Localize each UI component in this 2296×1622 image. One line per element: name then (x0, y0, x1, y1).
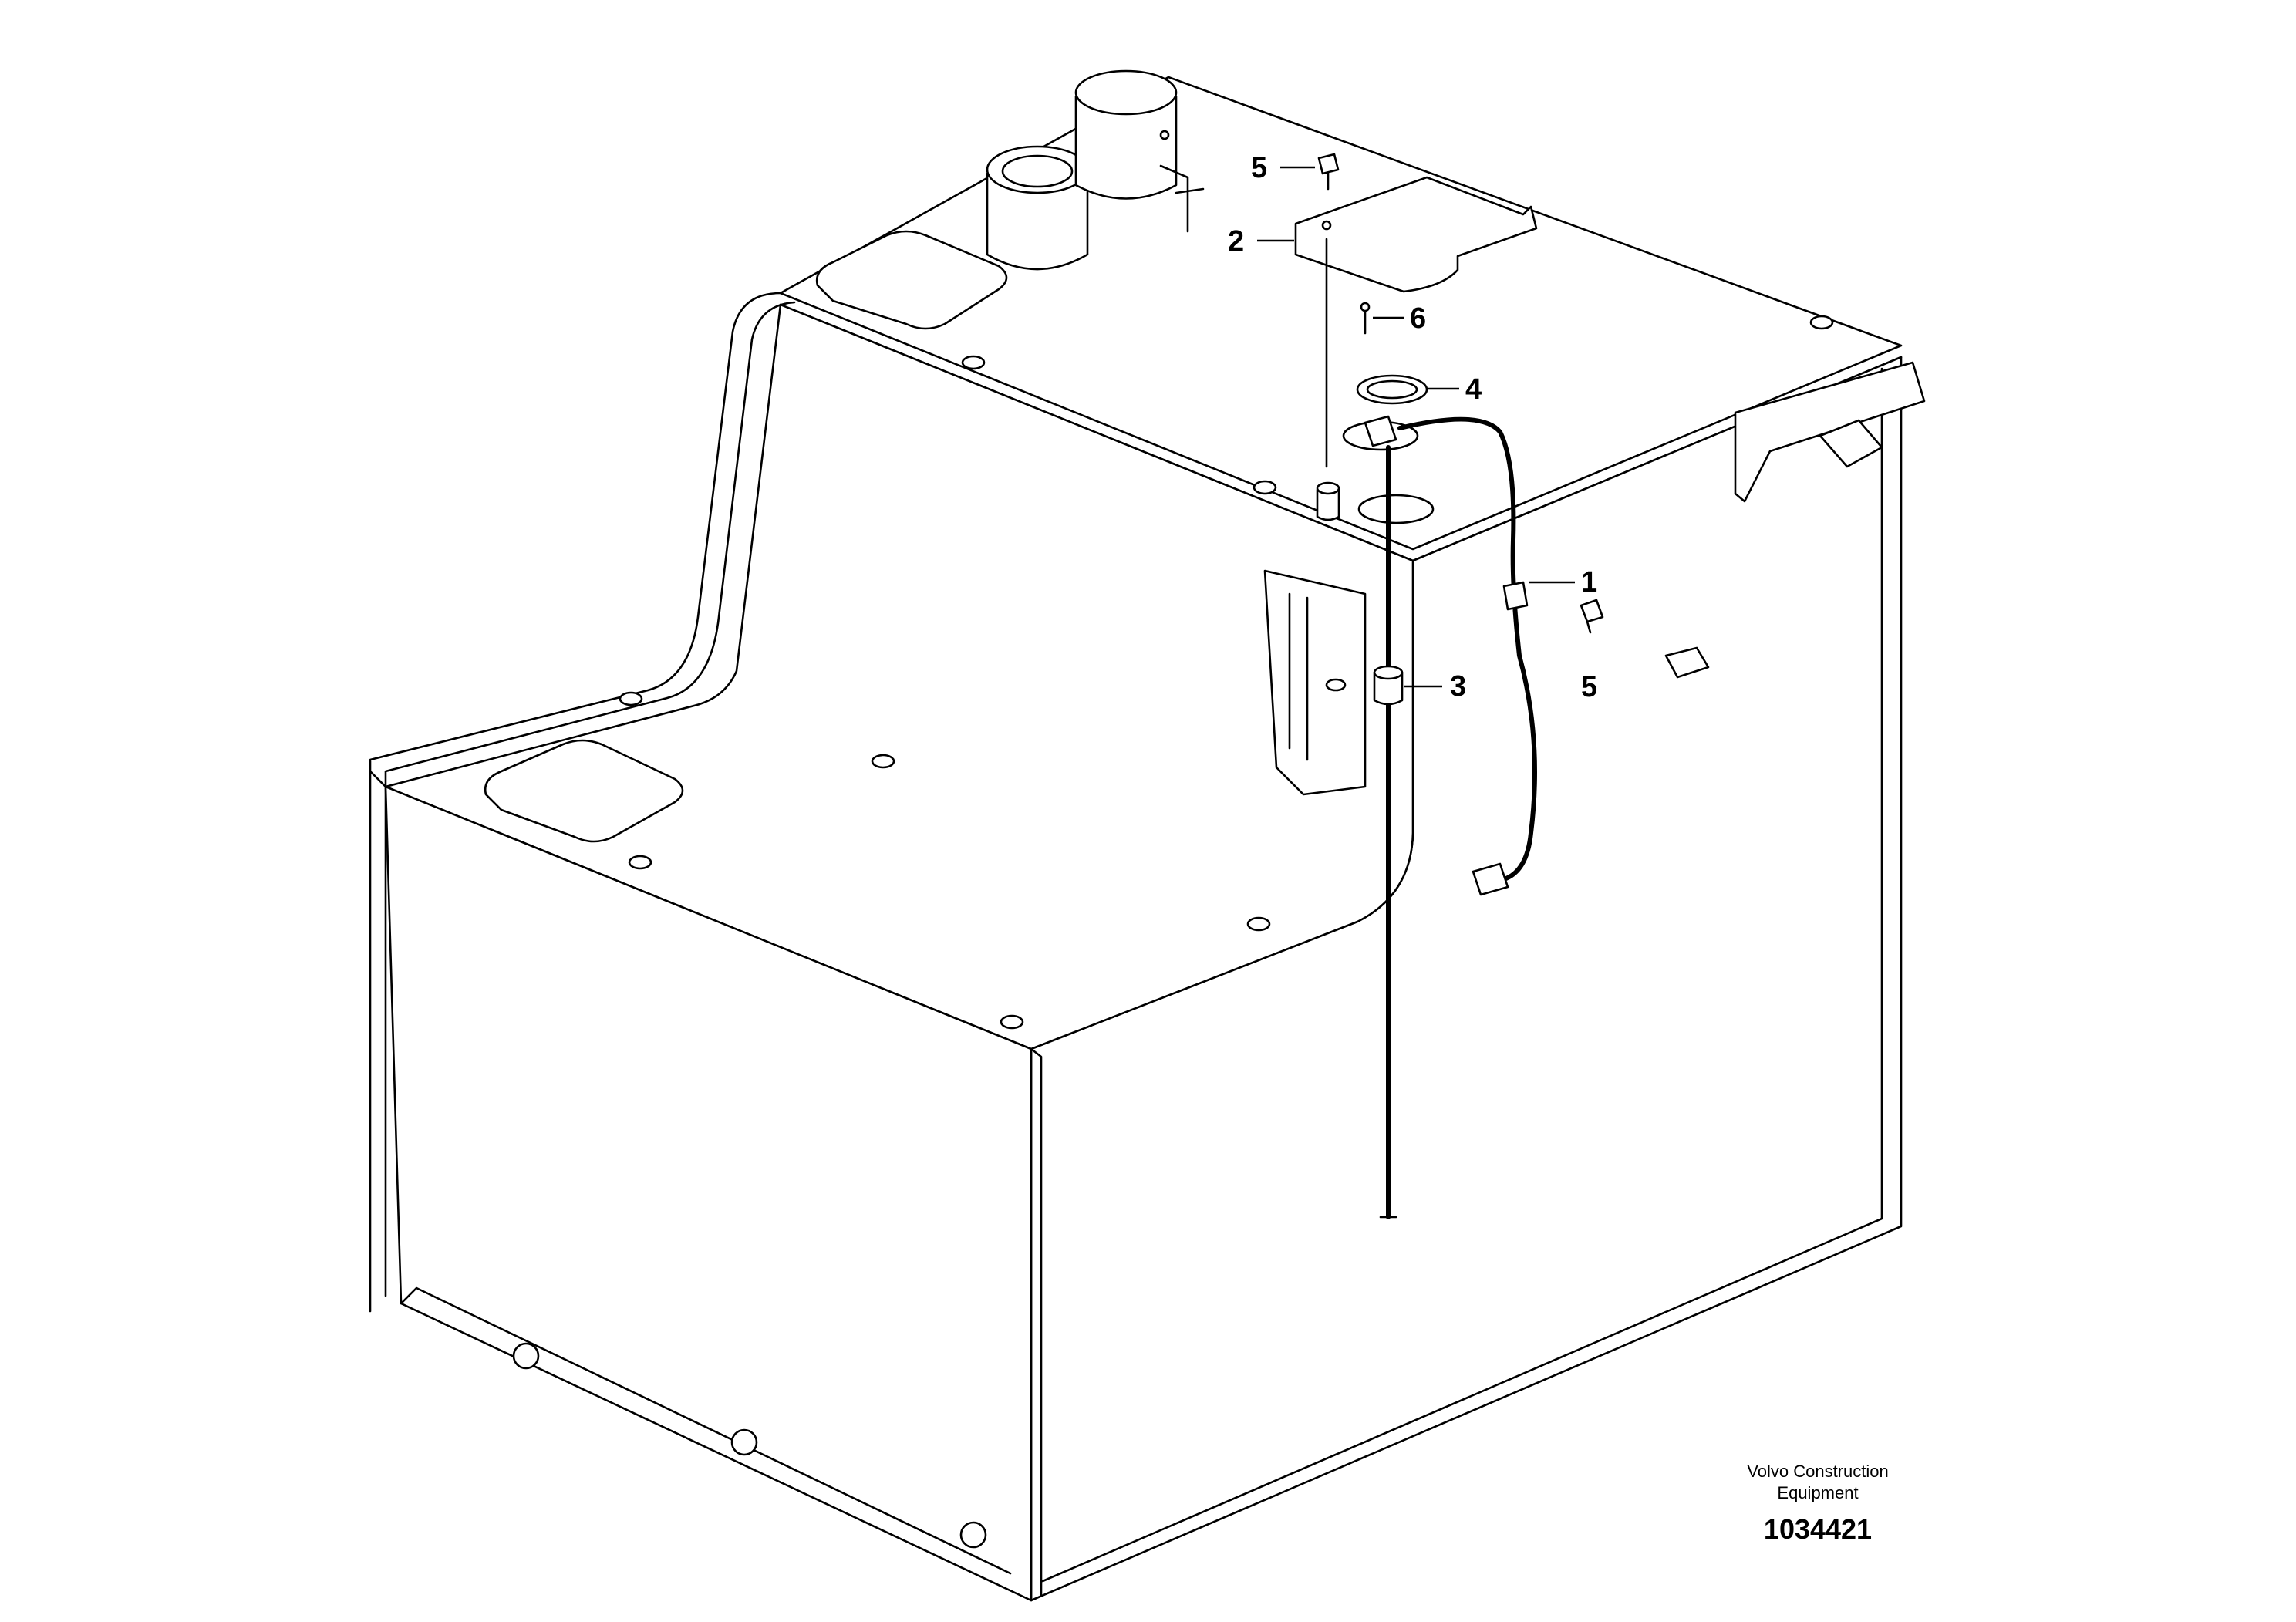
company-name-line2: Equipment (1777, 1483, 1858, 1502)
sender-head (1364, 415, 1397, 447)
side-bracket (1734, 361, 1926, 503)
inspection-cover-upper (815, 230, 1008, 330)
harness-clip (1502, 581, 1529, 611)
cover-plate (1294, 176, 1538, 293)
tank-bottom-edge (400, 1286, 1012, 1575)
filter-cylinder-left (986, 145, 1089, 271)
callout-1: 1 (1529, 566, 1597, 599)
drawing-number: 1034421 (1764, 1513, 1872, 1545)
float (1373, 671, 1404, 706)
front-hinge-bracket (1263, 569, 1367, 796)
sender-lower-flange (1357, 494, 1435, 524)
bracket-nut (1819, 419, 1883, 468)
callout-2: 2 (1228, 225, 1294, 258)
tank-right-face-edge (1041, 367, 1883, 1583)
bolt-bottom (1580, 599, 1604, 623)
inspection-cover-lower (484, 739, 684, 843)
top-fittings (484, 69, 1926, 1549)
tank-front-face-edge (369, 770, 1043, 1597)
callout-5-bottom: 5 (1581, 671, 1597, 703)
callout-label: 5 (1581, 671, 1597, 703)
company-name-line1: Volvo Construction (1747, 1462, 1888, 1481)
spacer-block (1316, 488, 1340, 521)
bottom-bolts (512, 1342, 987, 1549)
callout-label: 2 (1228, 225, 1244, 258)
callout-5-top: 5 (1251, 152, 1315, 184)
tank-front-face (384, 785, 1033, 1602)
callout-label: 5 (1251, 152, 1267, 184)
exploded-parts (1294, 153, 1604, 1219)
tank-step-profile (369, 292, 782, 1313)
callout-label: 4 (1465, 373, 1482, 406)
callout-4: 4 (1428, 373, 1482, 406)
harness-connector (1472, 862, 1509, 896)
filter-cylinder-right (1074, 69, 1205, 233)
bolt-top (1317, 153, 1340, 175)
callout-label: 6 (1410, 302, 1426, 335)
callout-3: 3 (1404, 670, 1466, 703)
callout-label: 1 (1581, 566, 1597, 599)
callout-label: 3 (1450, 670, 1466, 703)
drawing-footer: Volvo Construction Equipment 1034421 (1747, 1462, 1888, 1545)
tank-step-profile-inner (384, 301, 796, 1297)
surface-washers (619, 315, 1834, 1030)
side-boss (1664, 646, 1710, 679)
callout-6: 6 (1373, 302, 1426, 335)
